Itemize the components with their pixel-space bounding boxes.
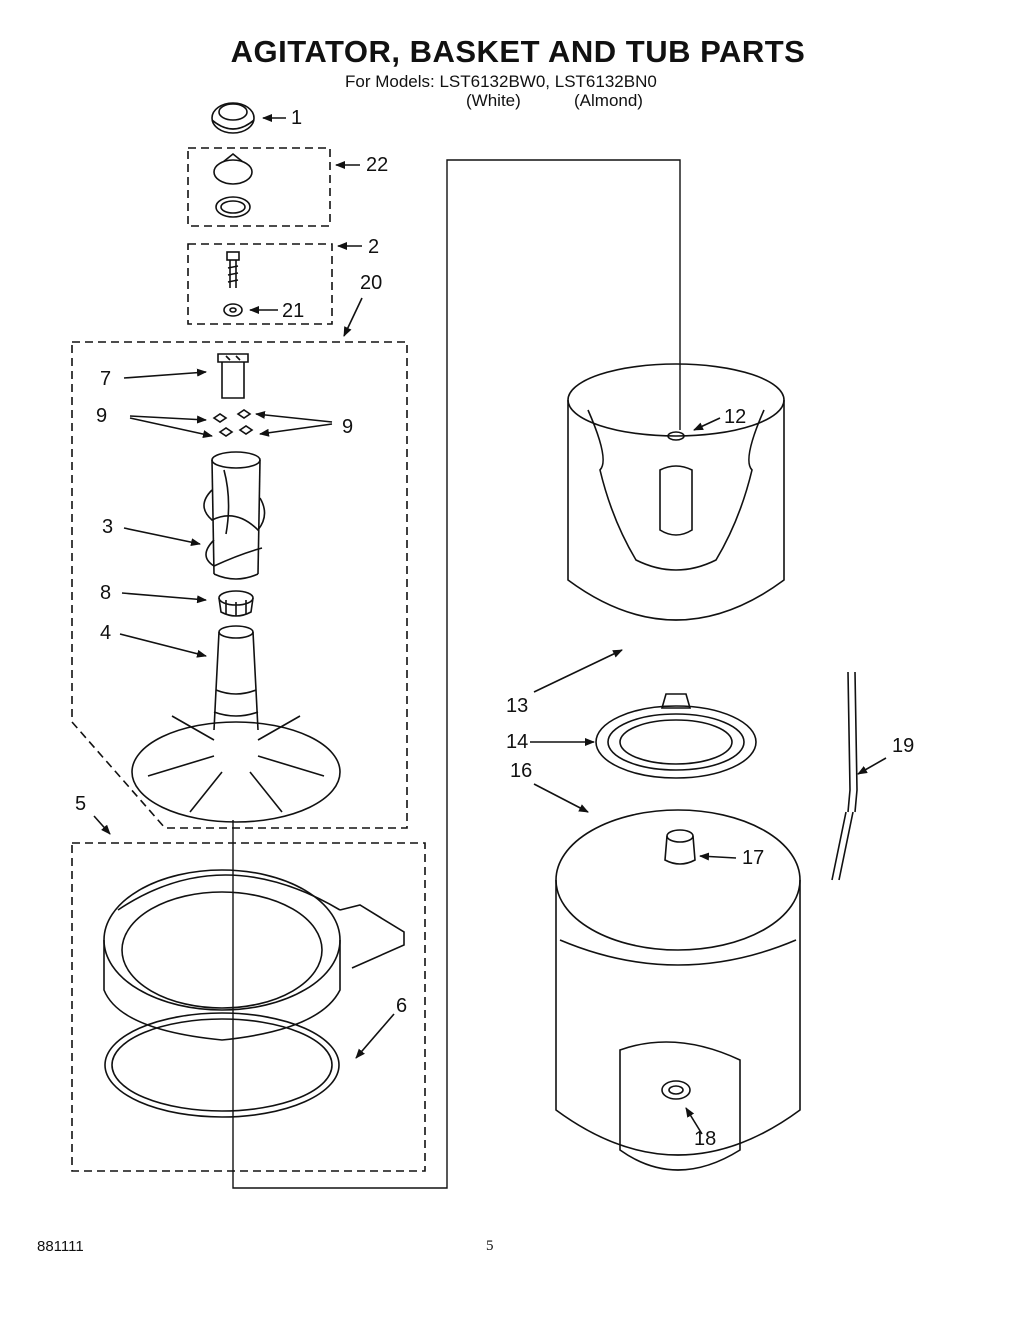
callout-17: 17 — [742, 847, 765, 869]
callout-5: 5 — [75, 793, 87, 815]
leader-7 — [123, 368, 207, 379]
leader-9a1 — [129, 415, 207, 424]
leader-5 — [93, 815, 111, 835]
doc-number: 881111 — [37, 1238, 84, 1255]
callout-19: 19 — [892, 735, 915, 757]
leader-9b2 — [259, 423, 333, 437]
leader-12 — [693, 417, 721, 431]
callout-1: 1 — [291, 107, 303, 129]
leader-18 — [685, 1107, 703, 1135]
agitator-base-part-4 — [131, 625, 341, 823]
hub-part-17 — [664, 829, 696, 865]
callout-8: 8 — [100, 582, 112, 604]
callout-22: 22 — [366, 154, 389, 176]
spin-basket-part-12 — [567, 363, 785, 621]
leader-8 — [121, 592, 207, 604]
cap-and-ring-part-22 — [213, 152, 253, 218]
drive-hub-part-13 — [660, 693, 692, 709]
bolt-part-2 — [226, 251, 240, 288]
agitator-cap-part-1 — [211, 102, 255, 134]
seal-ring-part-6 — [104, 1012, 340, 1118]
callout-6: 6 — [396, 995, 408, 1017]
leader-9a2 — [129, 417, 213, 438]
washer-part-21 — [223, 303, 243, 317]
callout-18: 18 — [694, 1128, 717, 1150]
callout-12: 12 — [724, 406, 747, 428]
group-box-2 — [187, 243, 333, 325]
drain-part-18 — [661, 1080, 691, 1100]
callout-21: 21 — [282, 300, 305, 322]
ratchet-part-8 — [218, 590, 254, 617]
leader-17 — [699, 852, 737, 861]
leader-16 — [533, 783, 589, 813]
group-box-22 — [187, 147, 331, 227]
callout-16: 16 — [510, 760, 533, 782]
leader-20 — [343, 297, 363, 337]
page-number: 5 — [486, 1238, 494, 1254]
balance-ring-part-14 — [595, 705, 757, 779]
outer-tub-part-16 — [555, 809, 801, 1171]
agitator-barrel-part-3 — [203, 451, 266, 580]
callout-2: 2 — [368, 236, 380, 258]
leader-6 — [355, 1013, 395, 1059]
models-line: For Models: LST6132BW0, LST6132BN0 — [345, 72, 657, 91]
tub-ring-part-5 — [103, 869, 405, 1041]
callout-3: 3 — [102, 516, 114, 538]
page-title: AGITATOR, BASKET AND TUB PARTS — [230, 34, 806, 69]
variant-almond: (Almond) — [574, 91, 643, 110]
group-box-5 — [71, 842, 426, 1172]
callout-9-right: 9 — [342, 416, 354, 438]
callout-9-left: 9 — [96, 405, 108, 427]
callout-13: 13 — [506, 695, 529, 717]
leader-4 — [119, 633, 207, 658]
agitator-cam-part-7 — [217, 353, 249, 399]
callout-14: 14 — [506, 731, 529, 753]
shaft-connector-line — [232, 159, 681, 1189]
callout-4: 4 — [100, 622, 112, 644]
hose-part-19 — [831, 671, 858, 881]
variant-white: (White) — [466, 91, 521, 110]
callout-7: 7 — [100, 368, 112, 390]
leader-19 — [857, 757, 887, 775]
leader-3 — [123, 527, 201, 547]
agitator-dogs-part-9 — [212, 409, 254, 437]
leader-9b1 — [255, 410, 333, 423]
callout-20: 20 — [360, 272, 383, 294]
group-box-20 — [71, 341, 408, 829]
leader-13 — [533, 649, 623, 693]
